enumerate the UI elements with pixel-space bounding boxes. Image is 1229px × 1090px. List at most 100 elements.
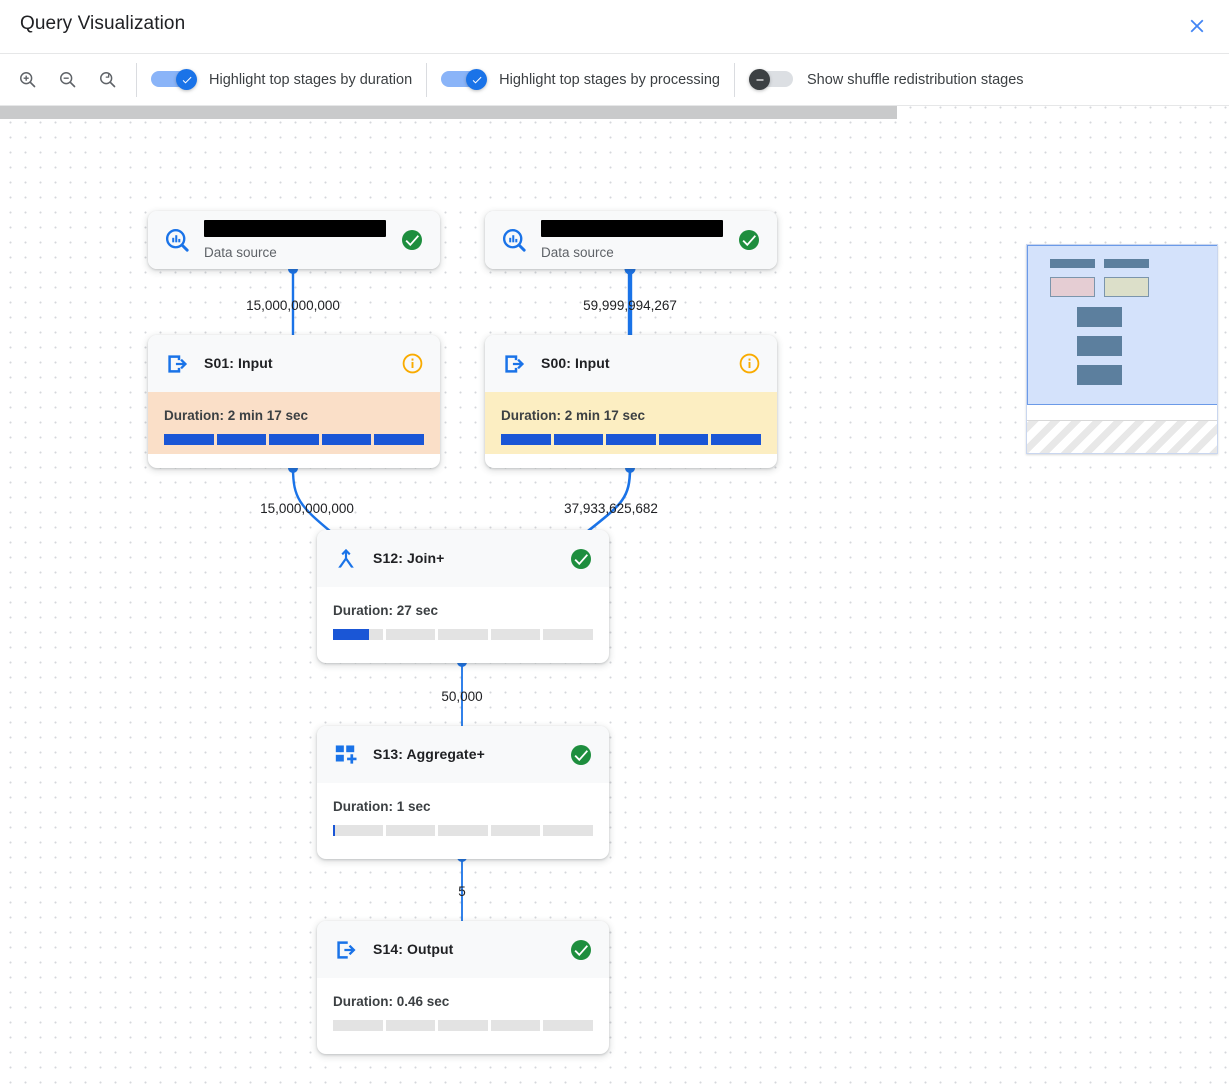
progress-segment bbox=[269, 434, 319, 445]
progress-segment-fill bbox=[711, 434, 761, 445]
progress-segment bbox=[490, 1020, 541, 1031]
check-circle-icon bbox=[568, 742, 594, 768]
check-circle-icon bbox=[568, 546, 594, 572]
progress-segment bbox=[164, 434, 214, 445]
progress-segment bbox=[543, 825, 593, 836]
node-header: Data source bbox=[148, 211, 440, 269]
info-circle-icon[interactable] bbox=[399, 351, 425, 377]
bigquery-search-icon bbox=[499, 225, 529, 255]
node-title: S14: Output bbox=[373, 940, 454, 957]
node-title-wrap: S00: Input bbox=[541, 355, 736, 373]
info-circle-icon[interactable] bbox=[736, 351, 762, 377]
edge-label: 59,999,994,267 bbox=[583, 298, 677, 313]
node-stage-s01[interactable]: S01: Input Duration: 2 min 17 sec bbox=[148, 335, 440, 468]
toolbar-divider-2 bbox=[426, 62, 428, 97]
horizontal-scrollbar-thumb[interactable] bbox=[0, 106, 897, 119]
toolbar-divider-1 bbox=[136, 62, 137, 97]
node-subtitle: Data source bbox=[204, 245, 277, 260]
check-circle-icon bbox=[736, 227, 762, 253]
switch-highlight-duration[interactable] bbox=[151, 69, 198, 90]
progress-segment-fill bbox=[501, 434, 551, 445]
minimap-out-of-bounds-area bbox=[1027, 420, 1217, 453]
minimap-node bbox=[1104, 277, 1149, 297]
node-title: S12: Join+ bbox=[373, 549, 445, 566]
edge-label: 15,000,000,000 bbox=[246, 298, 340, 313]
node-data-source-right[interactable]: Data source bbox=[485, 211, 777, 269]
input-arrow-icon bbox=[162, 349, 192, 379]
minimap-node bbox=[1104, 259, 1149, 268]
switch-highlight-processing[interactable] bbox=[441, 69, 488, 90]
progress-segment-fill bbox=[658, 434, 709, 445]
progress-segment bbox=[543, 1020, 593, 1031]
graph-toolbar: Highlight top stages by duration Highlig… bbox=[0, 53, 1229, 106]
node-title-redacted bbox=[541, 220, 723, 237]
close-button[interactable] bbox=[1179, 8, 1215, 44]
progress-segment bbox=[321, 434, 372, 445]
toggle-highlight-duration-label: Highlight top stages by duration bbox=[209, 71, 413, 88]
node-body: Duration: 2 min 17 sec bbox=[485, 392, 777, 454]
progress-segment bbox=[543, 629, 593, 640]
node-title-wrap: S14: Output bbox=[373, 941, 568, 959]
node-body: Duration: 1 sec bbox=[317, 783, 609, 845]
node-stage-s13[interactable]: S13: Aggregate+ Duration: 1 sec bbox=[317, 726, 609, 859]
minimap-node bbox=[1050, 277, 1095, 297]
toggle-highlight-processing-label: Highlight top stages by processing bbox=[499, 71, 720, 88]
node-progress-bar bbox=[164, 434, 424, 445]
progress-segment bbox=[553, 434, 604, 445]
progress-segment bbox=[606, 434, 656, 445]
progress-segment bbox=[333, 629, 383, 640]
minimap-node bbox=[1077, 365, 1122, 385]
horizontal-scrollbar[interactable] bbox=[0, 106, 1229, 119]
progress-segment bbox=[438, 629, 488, 640]
node-title-wrap: Data source bbox=[541, 220, 736, 260]
node-stage-s00[interactable]: S00: Input Duration: 2 min 17 sec bbox=[485, 335, 777, 468]
node-stage-s14[interactable]: S14: Output Duration: 0.46 sec bbox=[317, 921, 609, 1054]
node-title-wrap: S12: Join+ bbox=[373, 550, 568, 568]
check-icon bbox=[182, 76, 191, 83]
zoom-out-icon bbox=[59, 72, 75, 88]
progress-segment bbox=[385, 1020, 436, 1031]
toggle-highlight-duration[interactable]: Highlight top stages by duration bbox=[151, 69, 412, 90]
progress-segment bbox=[490, 825, 541, 836]
toggle-show-shuffle[interactable]: Show shuffle redistribution stages bbox=[749, 69, 1024, 90]
progress-segment-fill bbox=[216, 434, 267, 445]
node-duration-label: Duration: 2 min 17 sec bbox=[501, 408, 646, 423]
progress-segment bbox=[216, 434, 267, 445]
graph-minimap[interactable] bbox=[1026, 244, 1218, 454]
progress-segment bbox=[374, 434, 424, 445]
progress-segment bbox=[711, 434, 761, 445]
edge-label: 37,933,625,682 bbox=[564, 501, 658, 516]
zoom-out-button[interactable] bbox=[52, 65, 82, 95]
node-progress-bar bbox=[333, 629, 593, 640]
node-stage-s12[interactable]: S12: Join+ Duration: 27 sec bbox=[317, 530, 609, 663]
progress-segment bbox=[490, 629, 541, 640]
node-data-source-left[interactable]: Data source bbox=[148, 211, 440, 269]
toggle-highlight-processing[interactable]: Highlight top stages by processing bbox=[441, 69, 720, 90]
close-icon bbox=[1190, 19, 1204, 33]
join-merge-icon bbox=[331, 544, 361, 574]
check-circle-icon bbox=[568, 937, 594, 963]
node-title-redacted bbox=[204, 220, 386, 237]
check-circle-icon bbox=[399, 227, 425, 253]
node-progress-bar bbox=[501, 434, 761, 445]
progress-segment-fill bbox=[269, 434, 319, 445]
node-body: Duration: 0.46 sec bbox=[317, 978, 609, 1040]
input-arrow-icon bbox=[499, 349, 529, 379]
switch-show-shuffle[interactable] bbox=[749, 69, 796, 90]
progress-segment bbox=[658, 434, 709, 445]
edge-label: 5 bbox=[458, 884, 466, 899]
minimap-viewport[interactable] bbox=[1027, 245, 1217, 405]
progress-segment bbox=[438, 1020, 488, 1031]
node-title: S13: Aggregate+ bbox=[373, 745, 485, 762]
node-duration-label: Duration: 1 sec bbox=[333, 799, 431, 814]
minimap-node bbox=[1050, 259, 1095, 268]
node-header: S01: Input bbox=[148, 335, 440, 392]
node-duration-label: Duration: 27 sec bbox=[333, 603, 439, 618]
node-duration-label: Duration: 0.46 sec bbox=[333, 994, 450, 1009]
graph-canvas[interactable]: 15,000,000,000 59,999,994,267 15,000,000… bbox=[0, 106, 1229, 1090]
zoom-in-button[interactable] bbox=[12, 65, 42, 95]
minimap-node bbox=[1077, 307, 1122, 327]
zoom-reset-button[interactable] bbox=[92, 65, 122, 95]
node-progress-bar bbox=[333, 1020, 593, 1031]
zoom-in-icon bbox=[19, 72, 35, 88]
